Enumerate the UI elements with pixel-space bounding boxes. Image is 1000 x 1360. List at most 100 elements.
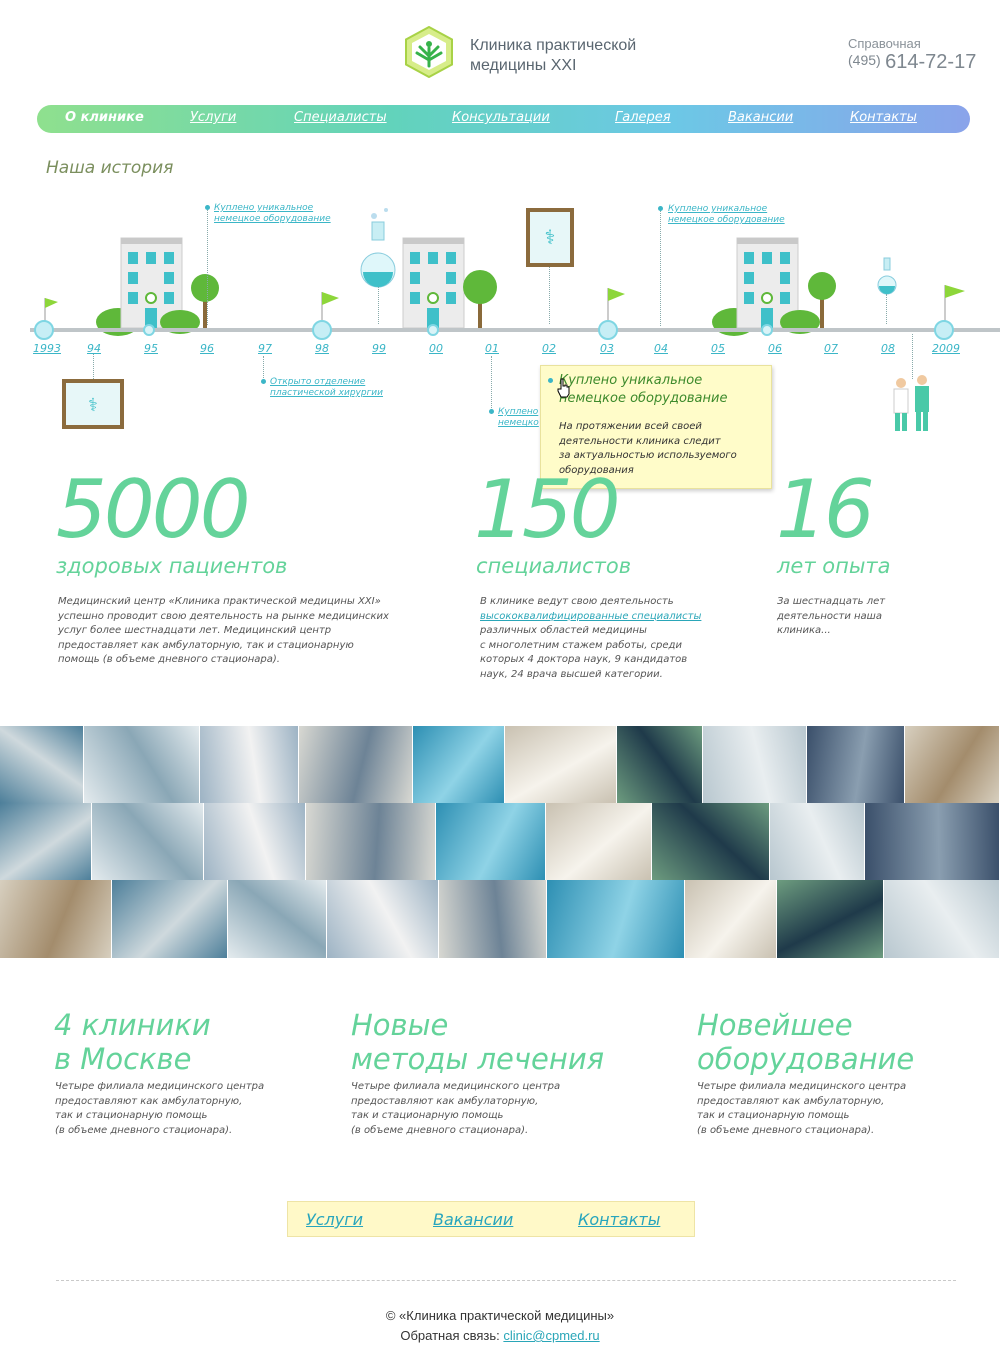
feedback-line: Обратная связь: clinic@cpmed.ru (400, 1328, 600, 1343)
timeline-node[interactable] (312, 320, 332, 340)
footer-divider (56, 1280, 956, 1281)
gallery-photo[interactable] (228, 880, 327, 958)
event-connector (912, 334, 913, 379)
gallery-photo[interactable] (777, 880, 884, 958)
stat-label: лет опыта (777, 554, 891, 578)
clinic-logo-icon[interactable] (403, 26, 455, 78)
timeline-node[interactable] (934, 320, 954, 340)
timeline-year[interactable]: 1993 (33, 342, 61, 355)
timeline-year[interactable]: 07 (824, 342, 838, 355)
gallery-photo[interactable] (306, 803, 436, 880)
timeline-year[interactable]: 96 (200, 342, 214, 355)
gallery-photo[interactable] (84, 726, 200, 803)
gallery-photo[interactable] (770, 803, 865, 880)
bottom-nav-vacancies[interactable]: Вакансии (433, 1210, 514, 1229)
gallery-photo[interactable] (112, 880, 228, 958)
stat-number: 150 (474, 463, 621, 556)
gallery-photo[interactable] (439, 880, 547, 958)
timeline-node[interactable] (761, 324, 773, 336)
timeline-year[interactable]: 94 (87, 342, 101, 355)
gallery-photo[interactable] (905, 726, 1000, 803)
timeline-node[interactable] (598, 320, 618, 340)
stat-number: 16 (776, 463, 875, 556)
gallery-photo[interactable] (685, 880, 777, 958)
nav-item-specialists[interactable]: Специалисты (294, 110, 387, 125)
gallery-photo[interactable] (547, 880, 685, 958)
bottom-nav-services[interactable]: Услуги (306, 1210, 364, 1229)
event-connector (263, 356, 264, 380)
gallery-photo[interactable] (200, 726, 299, 803)
clinic-building-icon (96, 237, 219, 336)
gallery-photo[interactable] (436, 803, 546, 880)
gallery-photo[interactable] (546, 803, 652, 880)
phone-number: (495) 614-72-17 (848, 51, 977, 73)
gallery-photo[interactable] (0, 726, 84, 803)
event-marker (205, 205, 210, 210)
gallery-photo[interactable] (884, 880, 1000, 958)
timeline-year[interactable]: 99 (372, 342, 386, 355)
nav-item-gallery[interactable]: Галерея (615, 110, 671, 125)
timeline-year[interactable]: 00 (429, 342, 443, 355)
gallery-photo[interactable] (413, 726, 505, 803)
gallery-photo[interactable] (92, 803, 204, 880)
gallery-photo[interactable] (652, 803, 770, 880)
stat-label: здоровых пациентов (56, 554, 288, 578)
timeline-node[interactable] (143, 324, 155, 336)
nav-item-services[interactable]: Услуги (190, 110, 237, 125)
nav-item-consultations[interactable]: Консультации (452, 110, 550, 125)
timeline-year[interactable]: 08 (881, 342, 895, 355)
event-connector (660, 211, 661, 326)
history-timeline: ⚕ ⚕ (0, 190, 1000, 450)
stat-number: 5000 (56, 463, 251, 556)
gallery-photo[interactable] (0, 803, 92, 880)
timeline-year[interactable]: 05 (711, 342, 725, 355)
nav-item-contacts[interactable]: Контакты (850, 110, 917, 125)
timeline-axis (30, 328, 1000, 332)
gallery-photo[interactable] (617, 726, 703, 803)
specialists-link[interactable]: высококвалифицированные специалисты (480, 610, 702, 622)
timeline-year[interactable]: 97 (258, 342, 272, 355)
nav-item-vacancies[interactable]: Вакансии (728, 110, 794, 125)
stat-label: специалистов (476, 554, 632, 578)
timeline-year[interactable]: 98 (315, 342, 329, 355)
event-connector (93, 354, 94, 379)
gallery-photo[interactable] (204, 803, 306, 880)
timeline-year[interactable]: 03 (600, 342, 614, 355)
certificate-icon: ⚕ (526, 208, 574, 267)
timeline-year[interactable]: 04 (654, 342, 668, 355)
gallery-photo[interactable] (865, 803, 1000, 880)
timeline-year[interactable]: 01 (485, 342, 499, 355)
timeline-year[interactable]: 06 (768, 342, 782, 355)
timeline-node[interactable] (427, 324, 439, 336)
event-marker (489, 409, 494, 414)
gallery-photo[interactable] (807, 726, 905, 803)
timeline-year[interactable]: 02 (542, 342, 556, 355)
event-connector (491, 356, 492, 410)
timeline-year[interactable]: 95 (144, 342, 158, 355)
event-connector (378, 287, 379, 324)
clinic-building-icon (402, 237, 497, 329)
nav-item-about[interactable]: О клинике (65, 110, 144, 125)
timeline-node[interactable] (34, 320, 54, 340)
gallery-photo[interactable] (299, 726, 413, 803)
gallery-photo[interactable] (505, 726, 617, 803)
gallery-photo[interactable] (327, 880, 439, 958)
gallery-photo[interactable] (0, 880, 112, 958)
event-connector (549, 267, 550, 324)
main-nav: О клинике Услуги Специалисты Консультаци… (37, 105, 970, 133)
timeline-year[interactable]: 2009 (932, 342, 960, 355)
stat-description: Медицинский центр «Клиника практической … (58, 596, 389, 665)
bottom-nav-contacts[interactable]: Контакты (578, 1210, 661, 1229)
gallery-photo[interactable] (703, 726, 807, 803)
email-link[interactable]: clinic@cpmed.ru (503, 1328, 600, 1343)
